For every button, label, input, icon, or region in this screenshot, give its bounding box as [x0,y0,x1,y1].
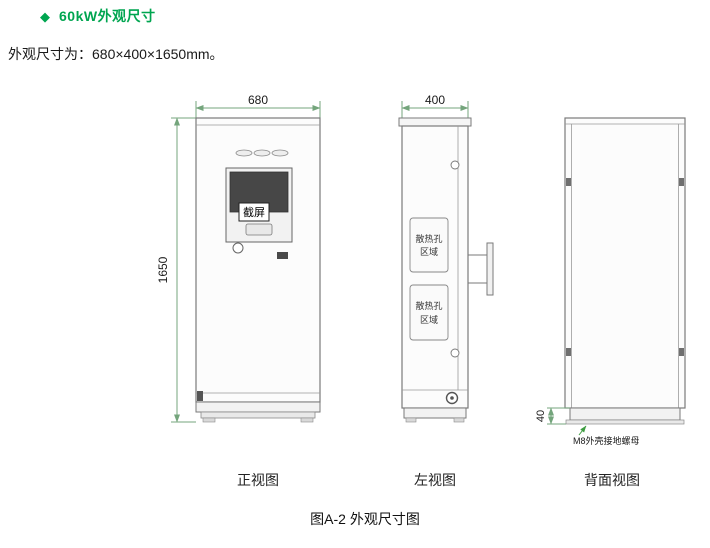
left-foot [405,417,417,423]
indicator-light-icon [271,149,289,157]
front-height-dimension: 1650 [156,117,196,423]
front-base-inner [200,411,316,419]
left-base-plate [403,407,467,419]
front-base-plate [195,401,321,413]
vent-area-label-line2: 区域 [420,246,438,257]
door-lock [197,391,203,401]
screenshot-overlay-label: 截屏 [243,205,265,219]
back-view-label: 背面视图 [584,472,640,488]
screw-hole-icon [450,160,460,170]
back-base-plate [569,407,681,421]
screenshot-overlay-box [238,202,270,222]
back-view-drawing: 40 M8外壳接地螺母 [535,117,686,446]
hinge-mark [679,348,684,356]
cable-inlet-center [450,396,454,400]
hinge-mark [566,348,571,356]
left-foot [453,417,465,423]
left-depth-dimension: 400 [401,93,469,118]
left-depth-value: 400 [425,93,445,107]
front-view-label: 正视图 [237,472,279,488]
vent-area-box [409,284,449,341]
vent-area-label-line2: 区域 [420,314,438,325]
left-view-drawing: 400 散热孔 区域 散热孔 区域 [398,93,494,423]
small-port [277,252,288,259]
vent-area-box [409,217,449,273]
section-heading: ◆ 60kW外观尺寸 [40,6,156,26]
indicator-lights [235,149,289,157]
ground-nut-callout: M8外壳接地螺母 [573,425,640,446]
section-title: 60kW外观尺寸 [59,8,156,24]
back-bottom-plate [565,419,685,425]
base-height-dimension: 40 [535,407,570,425]
front-cabinet-body [195,117,321,403]
front-width-dimension: 680 [195,93,321,118]
left-view-label: 左视图 [414,472,456,488]
indicator-light-icon [253,149,271,157]
figure-caption: 图A-2 外观尺寸图 [310,511,420,527]
vent-area-label-line1: 散热孔 [415,300,442,311]
vent-area-lower: 散热孔 区域 [409,284,449,341]
hinge-mark [679,178,684,186]
left-top-cap [398,117,472,127]
diamond-bullet-icon: ◆ [40,8,50,24]
indicator-light-icon [235,149,253,157]
screw-hole-icon [450,348,460,358]
front-foot [202,417,216,423]
ground-nut-label: M8外壳接地螺母 [573,435,640,446]
vent-area-label-line1: 散热孔 [415,233,442,244]
vent-area-upper: 散热孔 区域 [409,217,449,273]
round-button-icon [232,242,244,254]
leader-line [578,425,587,436]
technical-drawings: 680 1650 截屏 [156,93,686,446]
back-cabinet-body [564,117,686,409]
front-width-value: 680 [248,93,268,107]
card-reader-slot [245,223,273,236]
flange-plate [486,242,494,296]
base-height-value: 40 [535,410,547,422]
overall-dimensions-text: 外观尺寸为：680×400×1650mm。 [8,46,224,62]
front-height-value: 1650 [156,256,170,283]
front-foot [300,417,314,423]
front-view-drawing: 680 1650 截屏 [156,93,321,423]
hinge-mark [566,178,571,186]
side-flange [468,242,494,296]
